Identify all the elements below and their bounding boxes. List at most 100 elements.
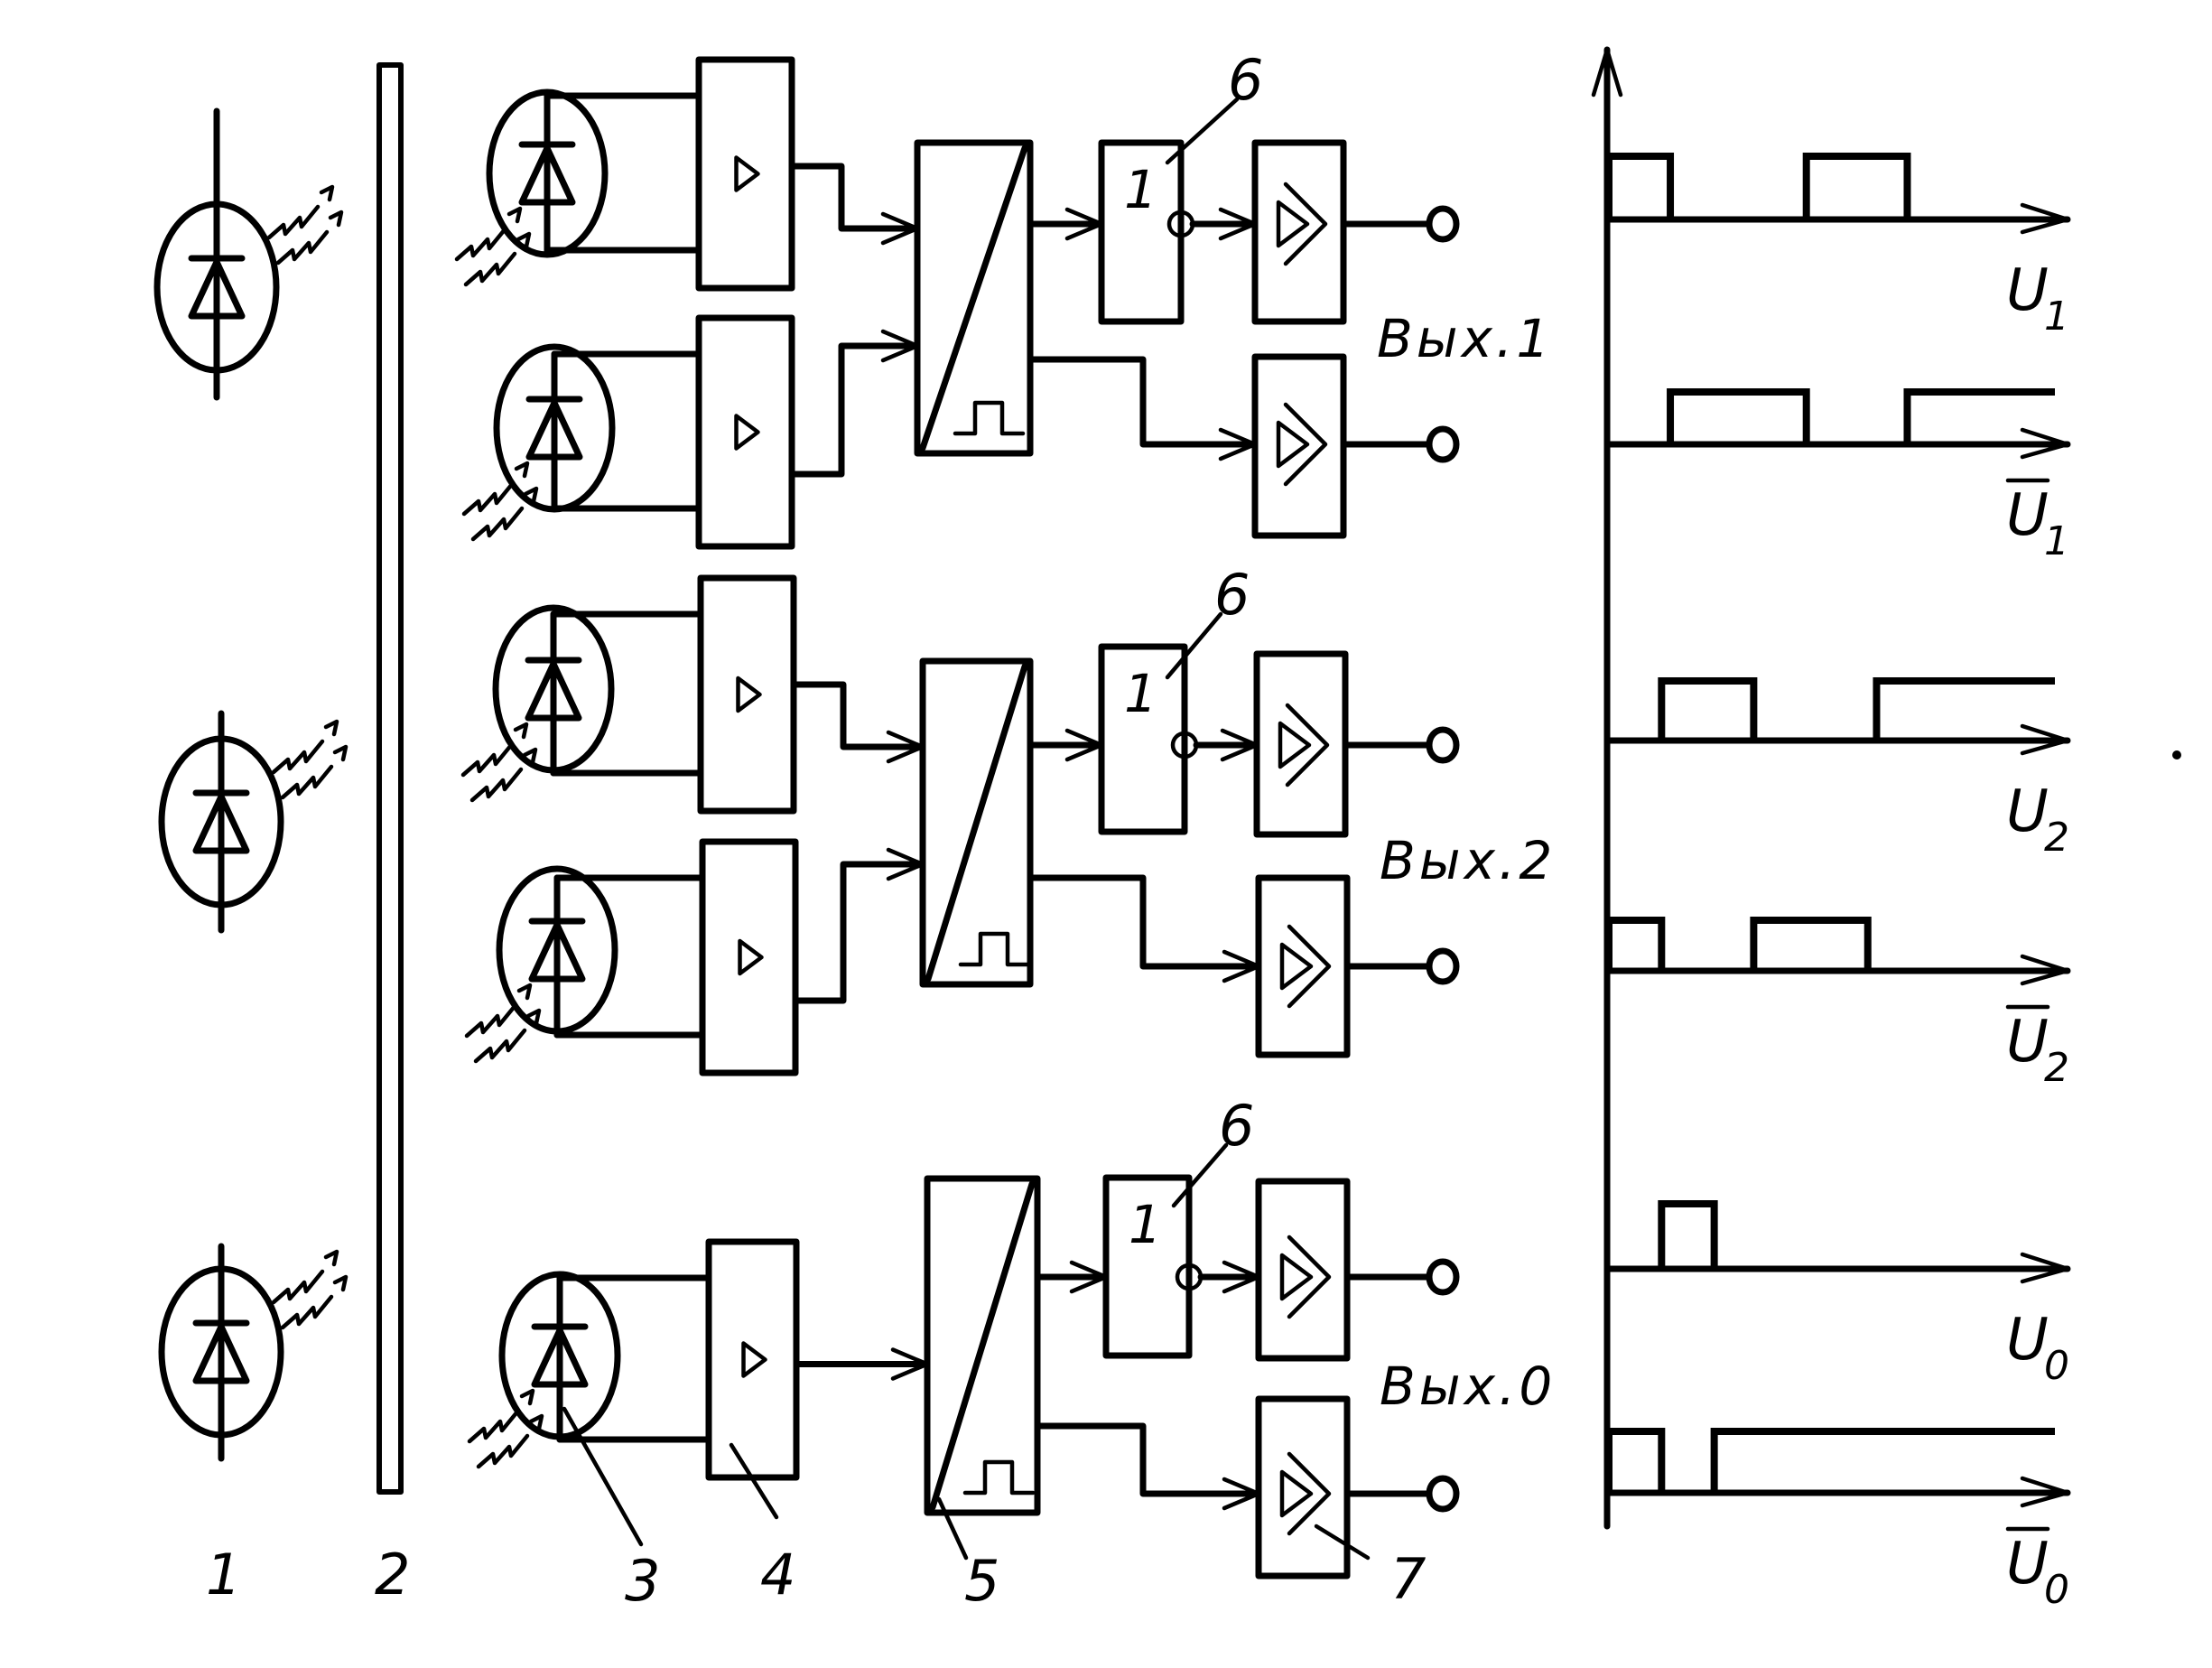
amplifier-1 (695, 314, 795, 550)
channel-2: 1 (460, 574, 1460, 1076)
callout-7-driver: 7 (1390, 1546, 1426, 1612)
arrowhead (1069, 1260, 1109, 1294)
inverter-symbol-label: 1 (1124, 663, 1157, 724)
amp-to-comparator-wire (790, 681, 926, 750)
inverter-block (1098, 643, 1188, 835)
signal-label: U (2006, 1009, 2049, 1076)
receiver-channels: 1 1 1 (454, 56, 1460, 1579)
led-symbol (153, 107, 280, 401)
output-terminal-inverted (1426, 947, 1460, 985)
pulse (1873, 677, 2055, 741)
light-arrow (280, 764, 334, 800)
comparator-ramp-icon (929, 1180, 1036, 1511)
output-terminal-direct (1426, 726, 1460, 764)
arrowhead (1222, 949, 1261, 983)
output-driver-b (1255, 874, 1351, 1058)
driver-block (1255, 874, 1351, 1058)
pulse (1802, 153, 1911, 219)
driver-triangle-icon (1279, 942, 1314, 991)
comparator-ramp-icon (919, 144, 1028, 452)
vertical-axis-arrowhead (1591, 47, 1623, 98)
signal-subscript: 0 (2044, 1343, 2069, 1389)
stray-dot (2172, 750, 2181, 759)
diode-triangle-icon (188, 258, 246, 320)
incident-light-icon (467, 1388, 544, 1469)
pulse (1667, 388, 1810, 444)
light-arrowhead (528, 1413, 544, 1431)
comparator (914, 139, 1034, 457)
emitter-led-1 (158, 710, 349, 934)
inverter-gate: 1 (1102, 1174, 1204, 1359)
output-terminal-direct (1426, 1258, 1460, 1296)
light-arrowhead (323, 1249, 339, 1267)
photodiode-symbol (498, 1271, 621, 1443)
pulse-icon (958, 931, 1031, 967)
driver-block (1251, 139, 1347, 325)
comparator-to-driver-wire (1027, 874, 1262, 970)
channel-1: 1 (454, 56, 1460, 550)
output-label-0: Вых.0 (1380, 1356, 1556, 1417)
light-arrow (275, 229, 330, 266)
diode-triangle-icon (525, 399, 583, 461)
comparator-to-driver-wire (1027, 356, 1259, 448)
pulse (1750, 917, 1872, 971)
leader-line-4 (729, 1442, 779, 1520)
light-arrowhead (523, 486, 539, 504)
amplifier-1 (699, 838, 799, 1076)
led-symbol (158, 710, 284, 934)
emitter-led-0 (153, 107, 344, 401)
time-axis-arrowhead (2020, 427, 2070, 460)
comparator-ramp-icon (925, 663, 1028, 983)
amplifier-block (695, 56, 795, 292)
signal-subscript: 2 (2044, 815, 2069, 861)
arrowhead (890, 1347, 930, 1381)
pulse (1903, 388, 2055, 444)
amplifier-block (699, 838, 799, 1076)
signal-subscript: 1 (2044, 518, 2069, 564)
comparator (924, 1175, 1041, 1516)
led-symbol (158, 1243, 284, 1462)
arrowhead (886, 730, 925, 764)
pulse (1605, 1428, 1666, 1493)
driver-triangle-icon (1276, 420, 1310, 469)
pulse (1710, 1428, 2055, 1493)
amp-to-comparator-wire (792, 861, 926, 1004)
light-arrowhead (332, 744, 349, 762)
photodiode-1 (464, 865, 706, 1064)
waveform-not-U0: U0 (1605, 1428, 2071, 1613)
light-arrowhead (513, 722, 529, 740)
amplifier-0 (705, 1238, 800, 1481)
diode-triangle-icon (528, 921, 586, 983)
arrowhead (1218, 207, 1258, 241)
inverter-block (1098, 139, 1185, 325)
amplifier-triangle-icon (741, 1341, 767, 1378)
leader-line-7 (1314, 1524, 1371, 1561)
driver-block (1253, 650, 1349, 838)
output-label-1: Вых.1 (1377, 308, 1553, 369)
emitted-light-icon (266, 184, 344, 266)
waveform-U2: U2 (1605, 677, 2071, 861)
signal-label: U (2006, 257, 2049, 324)
amp-to-comparator-wire (788, 342, 921, 478)
driver-chevron-icon (1285, 703, 1330, 787)
callout-1-emitter: 1 (206, 1542, 241, 1607)
driver-triangle-icon (1278, 721, 1312, 769)
light-arrowhead (522, 747, 538, 765)
light-arrow (476, 1433, 530, 1469)
driver-chevron-icon (1287, 1451, 1332, 1536)
channel-0: 1 (467, 1174, 1460, 1579)
output-label-2: Вых.2 (1380, 830, 1556, 891)
arrowhead (880, 211, 920, 246)
diode-triangle-icon (525, 660, 582, 722)
incident-light-icon (464, 983, 542, 1064)
arrowhead (1218, 427, 1258, 461)
amplifier-0 (697, 574, 797, 815)
comparator (919, 657, 1034, 988)
incident-light-icon (454, 206, 532, 287)
light-arrowhead (328, 210, 344, 228)
comparator-block (919, 657, 1034, 988)
waveform-not-U1: U1 (1605, 388, 2071, 564)
light-arrowhead (319, 184, 335, 202)
diode-housing (486, 89, 609, 258)
